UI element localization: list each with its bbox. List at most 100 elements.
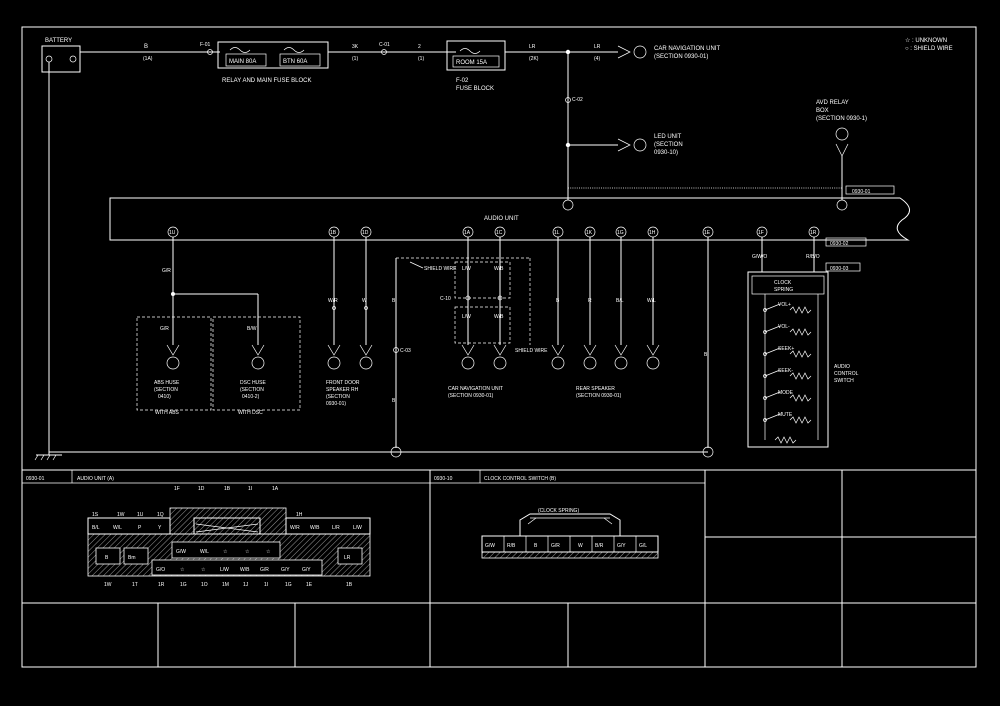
audio-control-switch-label: AUDIO [834, 364, 850, 370]
svg-text:1A: 1A [272, 486, 279, 492]
svg-text:B/W: B/W [247, 326, 257, 332]
svg-text:L/W: L/W [462, 314, 471, 320]
ground-point-2 [702, 446, 714, 458]
arrow-from-avd-icon [835, 143, 849, 157]
svg-text:L/W: L/W [220, 567, 229, 573]
fuse-block-connector: F-02 [456, 78, 469, 84]
left-connector-face: 1S 1W 1U 1Q 1F 1D 1B 1I 1A 1H B/L W/L P … [87, 486, 371, 588]
switch-mute: MUTE [763, 412, 812, 424]
svg-text:B: B [704, 352, 708, 358]
fuse-symbol-2-icon [283, 47, 305, 53]
svg-text:G/R: G/R [162, 268, 171, 274]
svg-text:1M: 1M [222, 582, 229, 588]
svg-text:1F: 1F [758, 230, 764, 236]
svg-text:☆: ☆ [201, 567, 206, 573]
svg-text:SEEK+: SEEK+ [778, 346, 794, 352]
svg-text:☆: ☆ [245, 549, 250, 555]
svg-text:(SECTION 0930-1): (SECTION 0930-1) [816, 116, 867, 122]
abs-group-box [136, 316, 212, 411]
svg-text:LR: LR [594, 44, 601, 50]
svg-text:SWITCH: SWITCH [834, 378, 854, 384]
svg-text:3K: 3K [352, 44, 359, 50]
svg-text:1H: 1H [649, 230, 656, 236]
svg-text:1O: 1O [201, 582, 208, 588]
fuse-block-label: FUSE BLOCK [456, 86, 494, 92]
svg-text:VOL+: VOL+ [778, 302, 791, 308]
svg-text:☆: ☆ [180, 567, 185, 573]
svg-text:W/R: W/R [328, 298, 338, 304]
svg-text:1T: 1T [132, 582, 138, 588]
avd-relay-ref-icon [835, 127, 849, 141]
relay-main-fuse-block [217, 41, 329, 69]
svg-text:1W: 1W [117, 512, 125, 518]
svg-text:G/L: G/L [639, 543, 647, 549]
svg-text:CLOCK: CLOCK [774, 280, 792, 286]
svg-text:W/L: W/L [113, 525, 122, 531]
svg-text:1G: 1G [285, 582, 292, 588]
svg-text:1Q: 1Q [157, 512, 164, 518]
svg-text:G/R: G/R [551, 543, 560, 549]
switch-vol-down: VOL- [763, 324, 812, 336]
svg-text:(SECTION: (SECTION [326, 394, 350, 400]
svg-text:G/W/O: G/W/O [752, 254, 767, 260]
svg-text:(2K): (2K) [529, 56, 539, 62]
dsc-arrow-icon [251, 344, 265, 356]
svg-text:1S: 1S [92, 512, 99, 518]
svg-text:R: R [588, 298, 592, 304]
svg-text:Y: Y [158, 525, 162, 531]
arrow-to-led-icon [617, 138, 631, 152]
left-panel-code: 0930-01 [26, 476, 45, 482]
svg-text:1F: 1F [174, 486, 180, 492]
svg-text:BOX: BOX [816, 108, 829, 114]
audio-control-switch-box [747, 271, 829, 448]
svg-text:B: B [556, 298, 560, 304]
relay-block-label: RELAY AND MAIN FUSE BLOCK [222, 78, 311, 84]
abs-label: ABS HUSE [154, 380, 180, 386]
switch-buttons: VOL+ VOL- SEEK+ SEEK- MODE MUTE [763, 302, 812, 424]
svg-text:1C: 1C [496, 230, 503, 236]
svg-text:L/W: L/W [462, 266, 471, 272]
svg-text:1E: 1E [704, 230, 711, 236]
svg-text:B/L: B/L [92, 525, 100, 531]
abs-arrow-icon [166, 344, 180, 356]
svg-text:B: B [105, 555, 109, 561]
audio-unit-box [109, 197, 910, 241]
fuse-symbol-1-icon [229, 47, 251, 53]
svg-text:1R: 1R [158, 582, 165, 588]
dsc-note: WITH DSC [238, 410, 263, 416]
dsc-ref-icon [251, 356, 265, 370]
clock-switch-connector: (CLOCK SPRING) G/W R/B B G/R W B/R G/Y G… [481, 508, 659, 559]
svg-text:Bm: Bm [128, 555, 136, 561]
svg-text:R/B: R/B [507, 543, 516, 549]
svg-text:(1): (1) [352, 56, 358, 62]
svg-text:0410-2): 0410-2) [242, 394, 260, 400]
connector-c01: C-01 [379, 42, 390, 48]
svg-text:W/B: W/B [494, 314, 504, 320]
svg-text:B: B [392, 298, 396, 304]
battery-label: BATTERY [45, 38, 72, 44]
svg-text:1E: 1E [306, 582, 313, 588]
svg-text:P: P [138, 525, 142, 531]
front-speaker-arrow-1-icon [327, 344, 341, 356]
svg-text:L/R: L/R [332, 525, 340, 531]
main-wire-color: B [144, 44, 148, 50]
connector-tag-2 [825, 237, 867, 247]
svg-text:SHIELD WIRE: SHIELD WIRE [515, 348, 548, 354]
front-speaker-arrow-2-icon [359, 344, 373, 356]
svg-text:MODE: MODE [778, 390, 794, 396]
svg-text:0930-10): 0930-10) [654, 150, 678, 156]
svg-text:1I: 1I [248, 486, 252, 492]
fuse-main: MAIN 80A [229, 59, 256, 65]
svg-text:W/B: W/B [240, 567, 250, 573]
relay-block-connector: F-01 [200, 42, 211, 48]
svg-text:G/Y: G/Y [302, 567, 311, 573]
connector-tag-1 [845, 185, 895, 195]
svg-text:1G: 1G [180, 582, 187, 588]
car-nav-top-label: CAR NAVIGATION UNIT [654, 46, 720, 52]
svg-text:0930-02: 0930-02 [830, 241, 849, 247]
audio-pin-top-2 [836, 199, 848, 211]
led-unit-label: LED UNIT [654, 134, 682, 140]
switch-seek-up: SEEK+ [763, 346, 812, 358]
svg-text:B: B [392, 398, 396, 404]
outer-frame [21, 26, 977, 668]
